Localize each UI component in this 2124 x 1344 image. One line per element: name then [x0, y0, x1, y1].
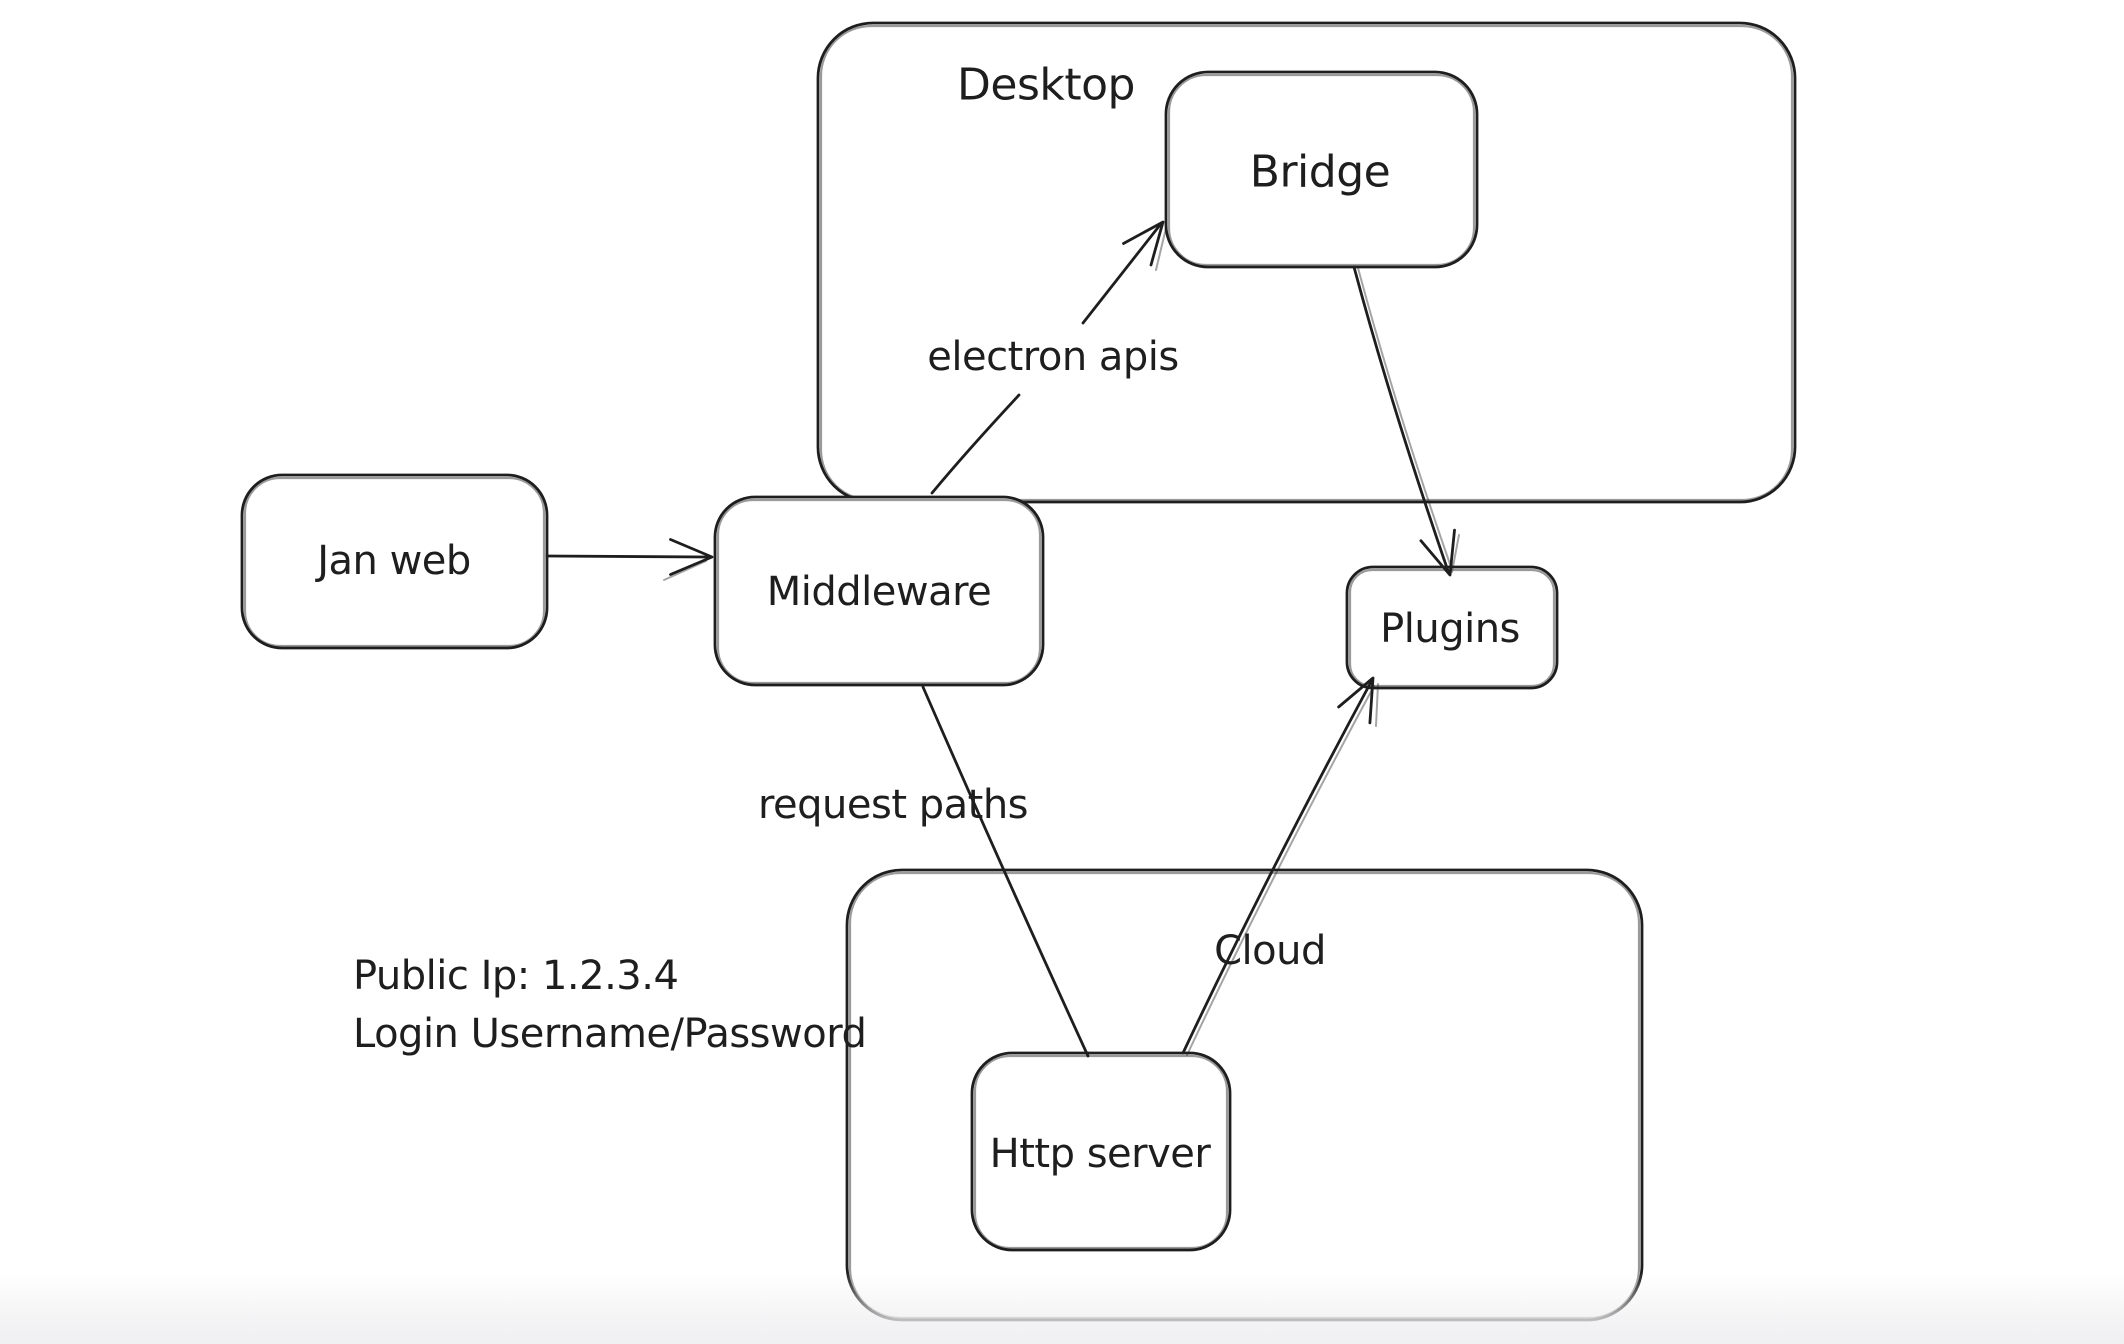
cloud-container-label: Cloud: [1214, 928, 1326, 974]
edge-bridge-plugins-shaft[interactable]: [1352, 265, 1450, 573]
edge-httpserver-plugins-arrowhead-sketch: [1375, 683, 1379, 727]
jan-web-box[interactable]: [240, 473, 549, 650]
edge-request-paths-shaft[interactable]: [921, 685, 1090, 1058]
bridge-sketch-pass: [1167, 73, 1476, 267]
edge-bridge-plugins-arrowhead-sketch: [1451, 534, 1460, 573]
http-server-box[interactable]: [970, 1051, 1232, 1252]
http-server-sketch-pass: [973, 1054, 1229, 1250]
jan-web-node[interactable]: [240, 473, 549, 650]
electron-apis-edge-label: electron apis: [927, 334, 1179, 380]
edge-bridge-plugins-arrowhead-icon: [1419, 528, 1456, 577]
http-server-node[interactable]: [970, 1051, 1232, 1252]
login-credentials-note: Login Username/Password: [353, 1011, 867, 1057]
edge-electron-apis-segment-lower[interactable]: [930, 393, 1021, 495]
edge-electron-apis-arrowhead-icon: [1122, 220, 1165, 267]
bridge-node[interactable]: [1164, 70, 1479, 269]
edge-httpserver-to-plugins[interactable]: [1181, 676, 1379, 1056]
http-server-label: Http server: [989, 1131, 1211, 1177]
edge-bridge-to-plugins[interactable]: [1352, 265, 1460, 577]
edge-bridge-plugins-sketch: [1357, 267, 1452, 568]
edge-janweb-middleware-arrowhead-sketch: [663, 560, 707, 581]
edge-electron-apis-arrowhead-sketch: [1155, 227, 1167, 271]
jan-web-sketch-pass: [243, 476, 546, 648]
public-ip-note: Public Ip: 1.2.3.4: [353, 953, 679, 999]
desktop-container-sketch-pass: [819, 24, 1794, 502]
plugins-label: Plugins: [1380, 606, 1520, 652]
middleware-node[interactable]: [713, 495, 1045, 687]
jan-web-label: Jan web: [317, 538, 471, 584]
edge-middleware-to-httpserver[interactable]: [921, 685, 1090, 1058]
edge-janweb-middleware-arrowhead-icon: [669, 538, 714, 576]
middleware-sketch-pass: [716, 498, 1042, 685]
plugins-sketch-pass: [1348, 568, 1556, 688]
edge-janweb-to-middleware[interactable]: [545, 538, 714, 581]
edge-httpserver-plugins-sketch: [1186, 685, 1375, 1056]
desktop-container-label: Desktop: [957, 59, 1135, 111]
edge-electron-apis-segment-upper[interactable]: [1081, 223, 1162, 325]
bridge-label: Bridge: [1249, 146, 1391, 198]
middleware-label: Middleware: [766, 569, 992, 615]
middleware-box[interactable]: [713, 495, 1045, 687]
bridge-box[interactable]: [1164, 70, 1479, 269]
request-paths-edge-label: request paths: [757, 782, 1029, 828]
footer-strip: [0, 1272, 2124, 1344]
edge-httpserver-plugins-shaft[interactable]: [1181, 680, 1373, 1055]
edge-httpserver-plugins-arrowhead-icon: [1337, 676, 1375, 725]
edge-middleware-to-bridge[interactable]: [930, 220, 1167, 495]
edge-janweb-middleware-shaft[interactable]: [545, 554, 710, 559]
